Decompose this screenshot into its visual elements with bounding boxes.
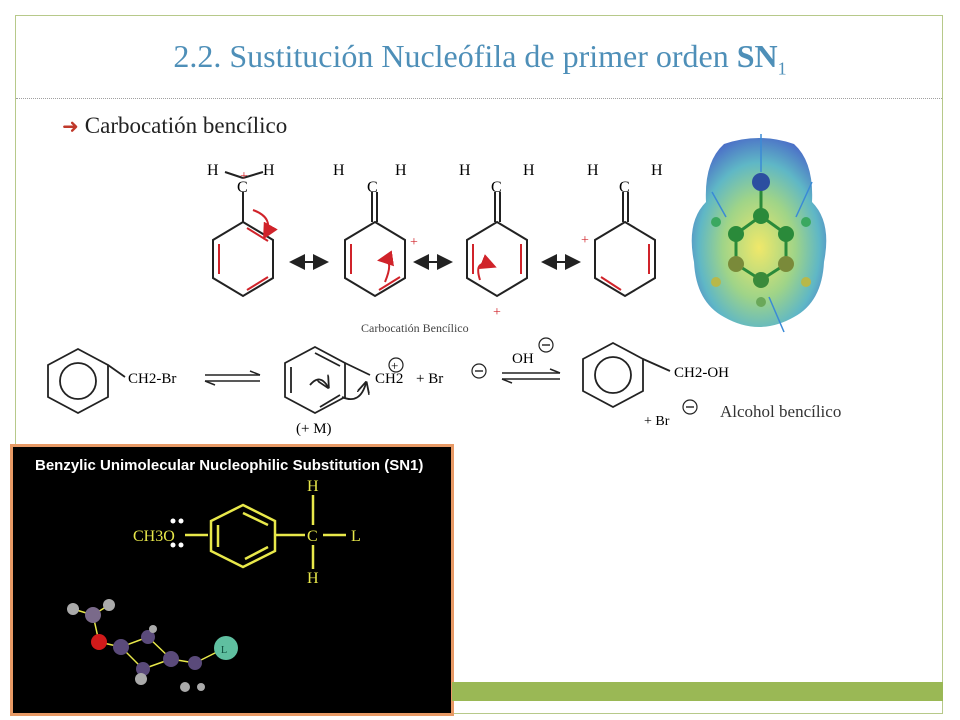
h-label: H [333,162,345,179]
ch3o-label: CH3O [133,528,175,545]
slide-frame [15,15,943,714]
h-label: H [587,162,599,179]
electrostatic-map [691,134,827,333]
c-label: C [367,179,378,196]
c-label: C [491,179,502,196]
title-sub: 1 [777,58,787,79]
footer-bar [452,682,943,701]
plus-br: + Br [416,371,443,387]
benzyl-alcohol [582,341,671,409]
equilibrium-arrow [501,368,561,384]
sn1-image-panel: Benzylic Unimolecular Nucleophilic Subst… [10,444,454,716]
c-label: C [307,528,318,545]
h-label: H [263,162,275,179]
plus-charge: + [581,233,589,248]
intermediate-ch2: CH2 [375,371,403,387]
h-label: H [207,162,219,179]
reaction-scheme: CH2-Br CH2 + + Br (+ M) OH CH2-OH + Br [47,337,841,437]
benzyl-bromide [47,347,126,415]
plus-charge: + [391,358,398,373]
oh-label: OH [512,351,534,367]
l-atom-label: L [221,645,227,656]
resonance-structure-4 [594,192,656,298]
h-label: H [523,162,535,179]
plus-charge: + [240,169,248,184]
benzyl-cation [284,345,371,415]
resonance-structure-1 [212,171,278,298]
h-label: H [395,162,407,179]
product-name: Alcohol bencílico [720,402,841,421]
br-product: + Br [644,414,670,429]
resonance-caption: Carbocatión Bencílico [361,321,469,335]
effect-label: (+ M) [296,421,332,437]
slide-title: 2.2. Sustitución Nucleófila de primer or… [0,38,960,79]
equilibrium-arrow [204,370,261,386]
h-label: H [651,162,663,179]
title-sn: SN [736,38,778,74]
bullet-item: ➜Carbocatión bencílico [62,113,287,139]
h-top-label: H [307,478,319,495]
resonance-diagram: H H C + H H C + H H C + H H C + Carbocat… [207,162,663,335]
c-label: C [237,179,248,196]
arrow-right-icon: ➜ [62,116,79,138]
h-label: H [459,162,471,179]
l-label: L [351,528,361,545]
c-label: C [619,179,630,196]
product-label: CH2-OH [674,365,729,381]
resonance-structure-2 [344,192,406,298]
title-divider [16,98,942,99]
title-main: 2.2. Sustitución Nucleófila de primer or… [173,38,737,74]
bullet-text: Carbocatión bencílico [84,113,288,138]
panel-title: Benzylic Unimolecular Nucleophilic Subst… [35,457,424,474]
resonance-structure-3 [466,192,528,298]
panel-structure: CH3O C H H L L [67,478,361,692]
h-bottom-label: H [307,570,319,587]
reactant-label: CH2-Br [128,371,176,387]
plus-charge: + [410,235,418,250]
plus-charge: + [493,305,501,320]
